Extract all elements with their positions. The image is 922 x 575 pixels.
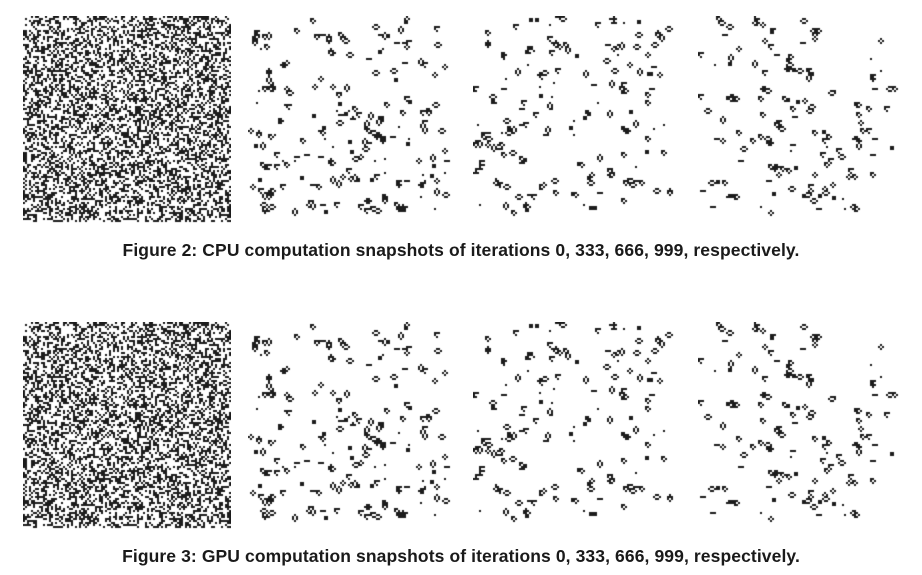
snapshot-iteration-999: [698, 16, 906, 223]
snapshot-iteration-666: [473, 322, 681, 529]
figure-2: Figure 2: CPU computation snapshots of i…: [0, 16, 922, 260]
snapshot-iteration-666: [473, 16, 681, 223]
snapshot-iteration-0: [23, 322, 231, 529]
snapshot-iteration-999: [698, 322, 906, 529]
figure-caption: Figure 3: GPU computation snapshots of i…: [122, 546, 800, 566]
figure-3: Figure 3: GPU computation snapshots of i…: [0, 322, 922, 566]
snapshot-row: [0, 16, 922, 223]
snapshot-iteration-333: [248, 16, 456, 223]
snapshot-iteration-333: [248, 322, 456, 529]
snapshot-row: [0, 322, 922, 529]
snapshot-iteration-0: [23, 16, 231, 223]
figure-caption: Figure 2: CPU computation snapshots of i…: [122, 240, 800, 260]
